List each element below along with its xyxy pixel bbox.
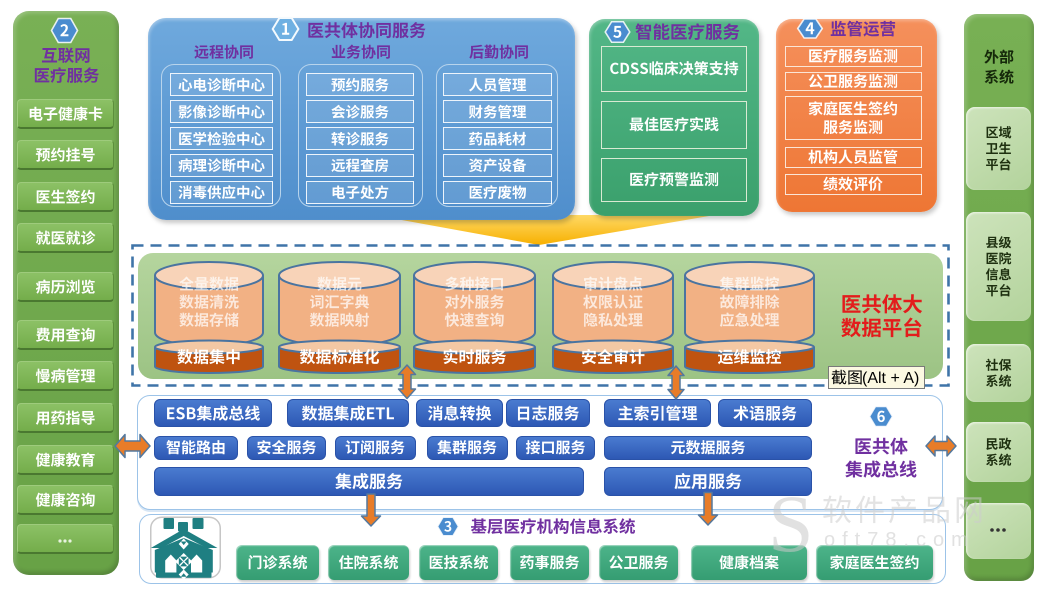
svg-text:(Alt + A): (Alt + A) (862, 370, 919, 387)
svg-text:oft78.com: oft78.com (824, 529, 975, 551)
svg-text:S: S (768, 478, 814, 569)
